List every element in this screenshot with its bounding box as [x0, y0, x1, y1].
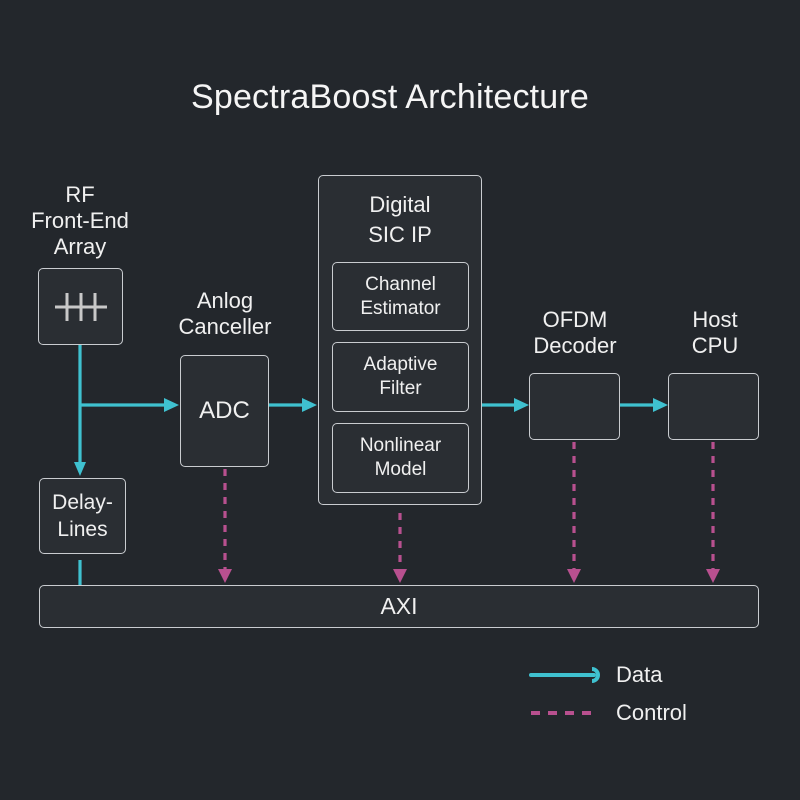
- channel-estimator-block[interactable]: Channel Estimator: [332, 262, 469, 331]
- legend: [529, 667, 600, 715]
- legend-control-label: Control: [616, 700, 687, 725]
- data-arrow-to-ofdm: [514, 398, 529, 412]
- control-arrow-adc: [218, 569, 232, 583]
- adc-label: ADC: [199, 397, 250, 424]
- ofdm-decoder-label: OFDM Decoder: [533, 307, 617, 358]
- data-arrow-to-sic: [302, 398, 317, 412]
- legend-data-label: Data: [616, 662, 663, 687]
- delay-lines-block[interactable]: Delay- Lines: [39, 478, 126, 554]
- host-cpu-label: Host CPU: [691, 307, 739, 358]
- antenna-array-icon: [54, 292, 107, 321]
- adc-block[interactable]: ADC: [180, 355, 269, 467]
- nonlinear-model-block[interactable]: Nonlinear Model: [332, 423, 469, 493]
- rf-front-end-block[interactable]: [38, 268, 123, 345]
- host-cpu-block[interactable]: [668, 373, 759, 440]
- analog-canceller-label: Anlog Canceller: [178, 288, 272, 339]
- data-arrow-to-cpu: [653, 398, 668, 412]
- data-arrow-to-delay: [74, 462, 86, 476]
- data-arrow-to-adc: [164, 398, 179, 412]
- control-arrow-ofdm: [567, 569, 581, 583]
- adaptive-filter-block[interactable]: Adaptive Filter: [332, 342, 469, 412]
- rf-front-end-label: RF Front-End Array: [31, 182, 129, 259]
- diagram-title: SpectraBoost Architecture: [190, 78, 590, 116]
- axi-bus[interactable]: AXI: [39, 585, 759, 628]
- legend-data-end: [591, 667, 600, 683]
- ofdm-decoder-block[interactable]: [529, 373, 620, 440]
- axi-label: AXI: [380, 593, 418, 619]
- digital-sic-label: Digital: [369, 192, 431, 217]
- control-arrow-cpu: [706, 569, 720, 583]
- control-arrow-sic: [393, 569, 407, 583]
